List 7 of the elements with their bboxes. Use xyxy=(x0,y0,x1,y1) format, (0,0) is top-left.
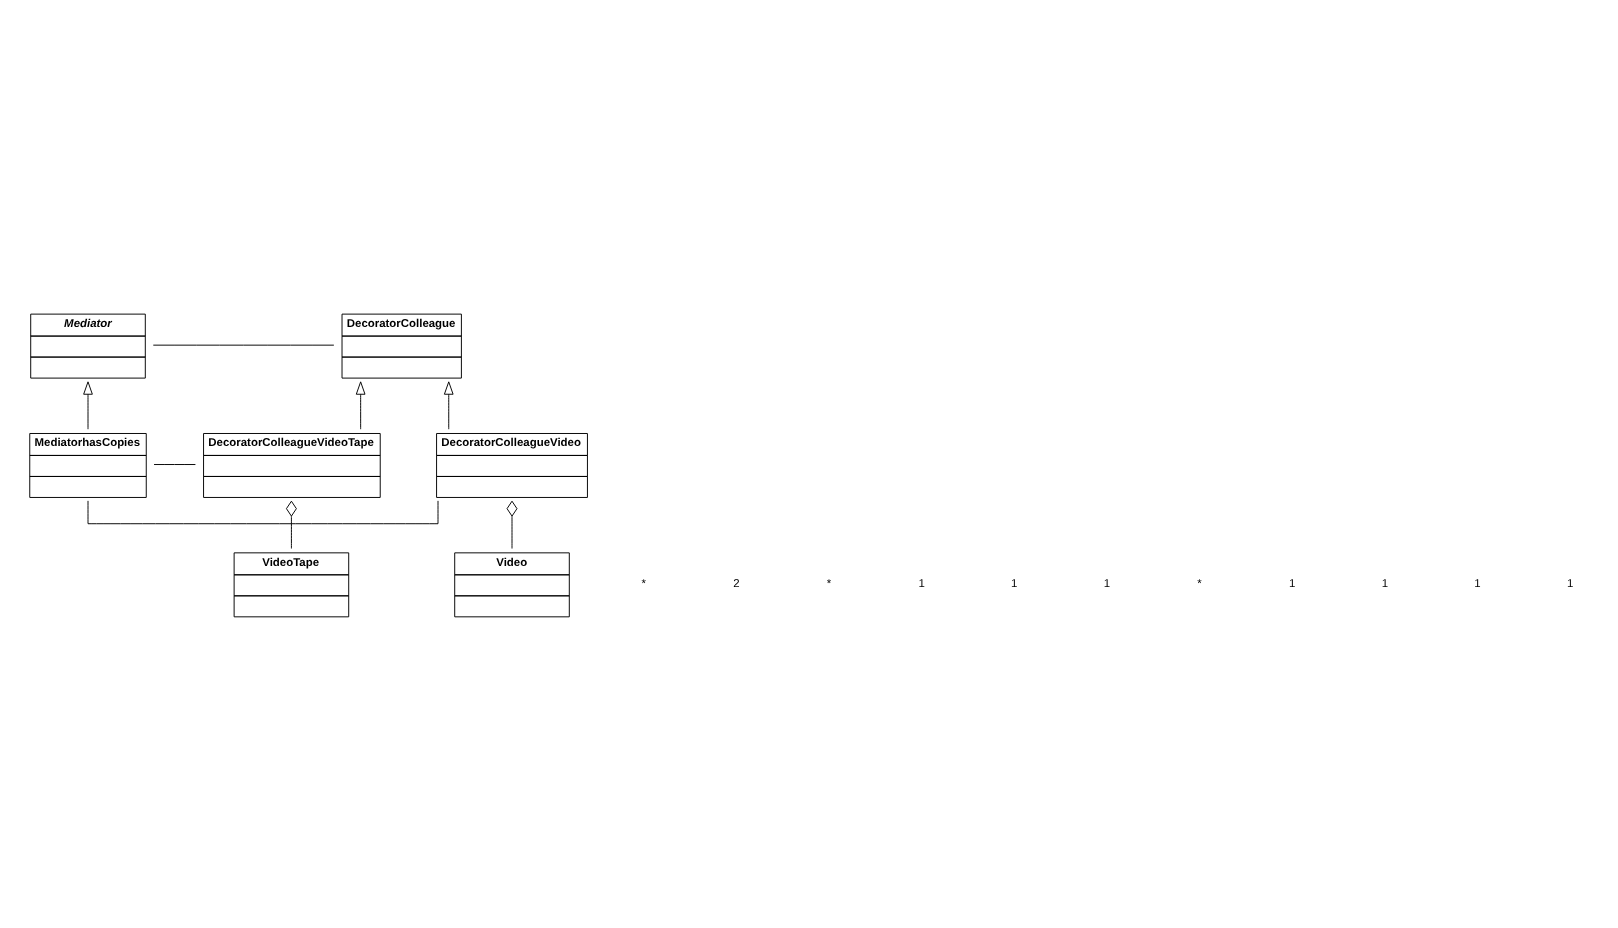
arrow xyxy=(443,380,454,429)
connector xyxy=(153,463,196,464)
connector xyxy=(285,499,297,549)
arrow xyxy=(355,380,366,429)
arrow xyxy=(83,380,93,429)
connector xyxy=(506,499,518,549)
connector xyxy=(87,499,439,524)
